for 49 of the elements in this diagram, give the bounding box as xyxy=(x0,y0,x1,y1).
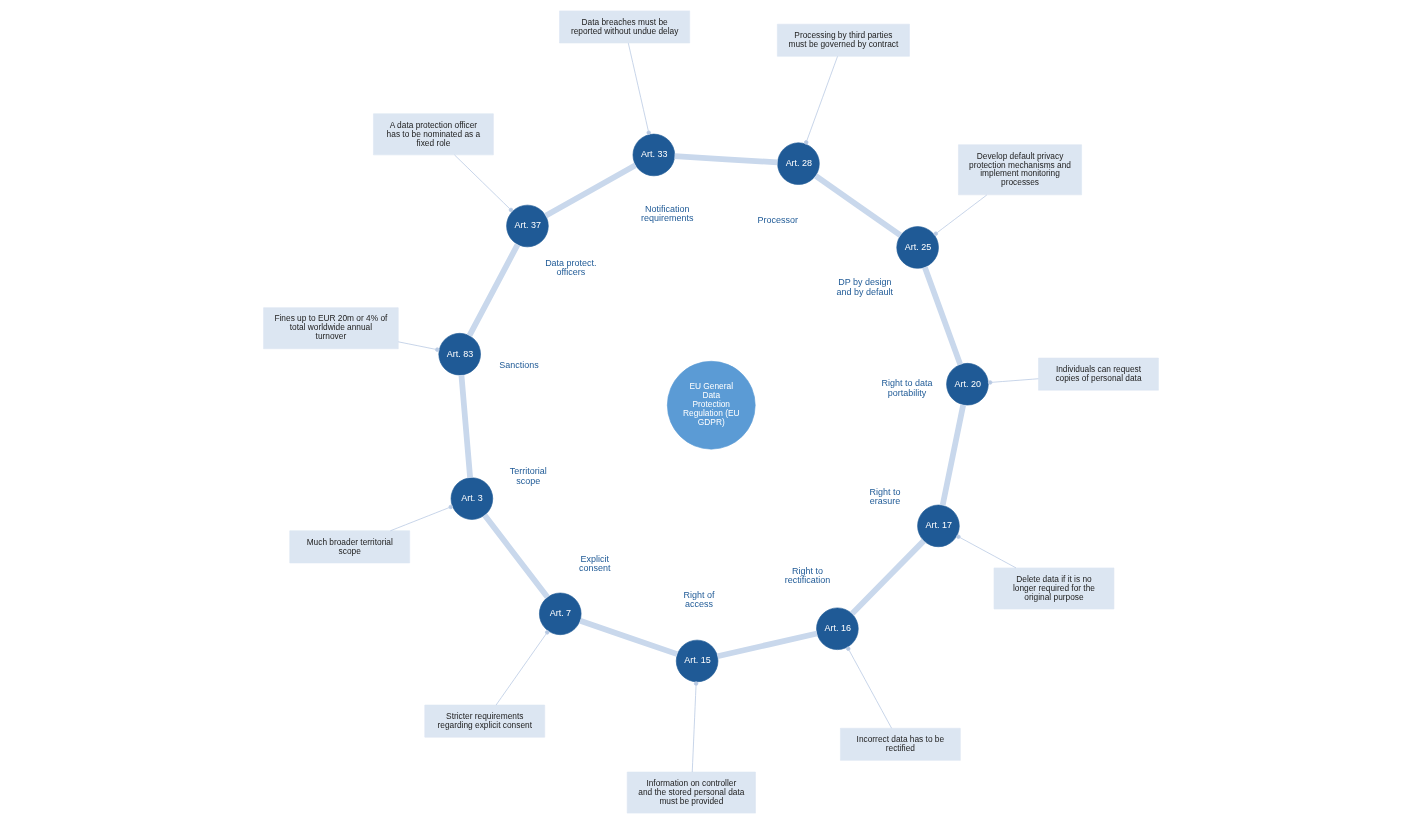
node-box: Stricter requirements regarding explicit consent xyxy=(424,704,545,738)
node-box: Processing by third parties must be governed by contract xyxy=(776,23,910,57)
connector xyxy=(987,378,1039,385)
connector xyxy=(578,617,678,657)
node-label: Sanctions xyxy=(498,360,539,371)
connector xyxy=(543,162,637,219)
node-label: Right to erasure xyxy=(869,486,900,507)
connector xyxy=(458,374,473,479)
connector xyxy=(813,173,902,238)
connector xyxy=(845,646,892,729)
connector xyxy=(955,534,1016,569)
node-label: Right to rectification xyxy=(784,565,830,586)
connector xyxy=(495,630,549,706)
connector xyxy=(481,513,550,599)
node-label: Explicit consent xyxy=(578,553,611,574)
node-box: Delete data if it is no longer required for the original purpose xyxy=(993,567,1114,610)
connector xyxy=(716,630,818,660)
node-label: Notification requirements xyxy=(640,203,693,224)
connector xyxy=(627,42,651,135)
node-label: Right of access xyxy=(683,589,714,610)
connector xyxy=(691,681,698,773)
connector xyxy=(397,341,439,352)
node-circle: Art. 33 xyxy=(632,133,675,177)
node-label: Territorial scope xyxy=(509,465,547,486)
connector xyxy=(921,266,963,366)
connector xyxy=(673,153,778,166)
node-box: Individuals can request copies of personal data xyxy=(1037,357,1159,391)
node-box: Incorrect data has to be rectified xyxy=(839,727,961,761)
node-box: Data breaches must be reported without undue delay xyxy=(558,10,690,44)
connector xyxy=(803,56,838,145)
node-circle: Art. 83 xyxy=(438,333,481,376)
node-circle: Art. 20 xyxy=(945,363,989,406)
node-label: Right to data portability xyxy=(881,378,932,399)
node-circle: Art. 15 xyxy=(675,639,718,683)
connector xyxy=(453,154,513,213)
node-label: Data protect. officers xyxy=(544,257,597,278)
node-label: DP by design and by default xyxy=(836,277,893,297)
connector xyxy=(939,404,966,506)
node-box: Develop default privacy protection mechanisms and implement monitoring processes xyxy=(957,144,1082,196)
connector xyxy=(933,194,987,236)
node-box: Much broader territorial scope xyxy=(288,530,410,564)
node-box: A data protection officer has to be nominated as a fixed role xyxy=(372,113,494,156)
connector xyxy=(389,504,453,532)
connector xyxy=(849,538,926,616)
connector xyxy=(466,243,520,338)
node-box: Information on controller and the stored personal data must be provided xyxy=(626,771,756,814)
node-label: Processor xyxy=(757,214,798,225)
node-box: Fines up to EUR 20m or 4% of total worldwide annual turnover xyxy=(262,307,399,350)
node-circle: EU General Data Protection Regulation (EU GDPR) xyxy=(666,360,755,450)
